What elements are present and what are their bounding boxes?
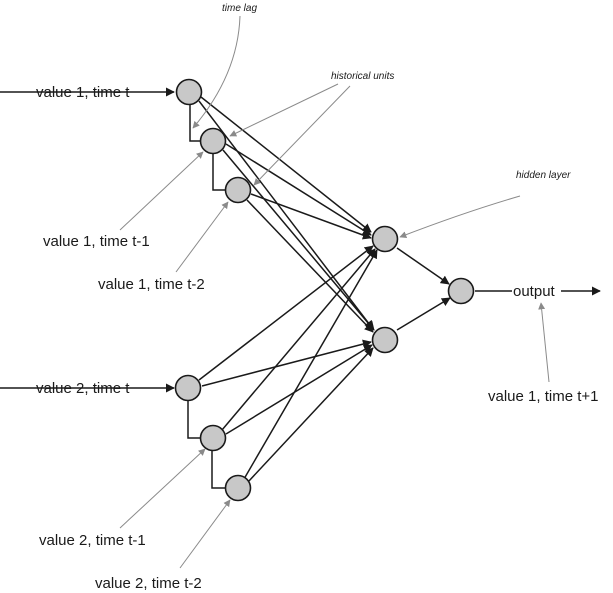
unit-value2-t [174, 374, 202, 402]
hidden-unit-2 [371, 326, 399, 354]
time-lag-connector-1b [212, 153, 226, 191]
pointer-target [538, 302, 550, 383]
annotation-hidden-layer: hidden layer [516, 170, 571, 181]
annotation-pointers [119, 15, 550, 569]
edge-i2t1-h1 [221, 248, 376, 431]
edge-i2t1-h2 [225, 344, 373, 435]
time-lag-connector-2a [187, 400, 201, 439]
historical-units-pointer-1 [229, 83, 339, 137]
time-lag-pointer [192, 15, 241, 129]
input-units-1 [175, 78, 252, 204]
pointer-value1-t1 [119, 151, 204, 231]
unit-value1-t [175, 78, 203, 106]
annotation-historical-units: historical units [331, 71, 394, 82]
edge-i2t-h1 [198, 245, 374, 381]
output-unit [447, 277, 475, 305]
unit-value2-t1 [199, 424, 227, 452]
unit-value2-t2 [224, 474, 252, 502]
edge-h1-out [396, 247, 450, 285]
pointer-value1-t2 [175, 201, 229, 273]
historical-units-pointer-2 [253, 85, 351, 186]
label-value1-t2: value 1, time t-2 [98, 276, 205, 293]
hidden-units [371, 225, 399, 354]
pointer-value2-t2 [179, 499, 231, 569]
unit-value1-t1 [199, 127, 227, 155]
edge-i2t2-h2 [247, 347, 374, 483]
edge-i1t-h2 [198, 100, 374, 330]
hidden-layer-pointer [399, 195, 521, 239]
edge-i2t2-h1 [243, 249, 378, 480]
label-value2-t: value 2, time t [36, 380, 130, 397]
annotation-time-lag: time lag [222, 3, 257, 14]
label-target: value 1, time t+1 [488, 388, 598, 405]
pointer-value2-t1 [119, 448, 206, 529]
time-lag-connector-2b [211, 451, 226, 489]
hidden-unit-1 [371, 225, 399, 253]
label-value1-t: value 1, time t [36, 84, 130, 101]
edge-i1t2-h2 [246, 199, 374, 333]
time-lag-connector-1a [189, 104, 201, 142]
edge-i1t2-h1 [250, 193, 372, 240]
label-output: output [513, 283, 556, 300]
edge-i1t1-h2 [222, 149, 375, 331]
label-value1-t1: value 1, time t-1 [43, 233, 150, 250]
input-units-2 [174, 374, 252, 502]
label-value2-t1: value 2, time t-1 [39, 532, 146, 549]
label-value2-t2: value 2, time t-2 [95, 575, 202, 592]
input-to-hidden-connections [198, 96, 378, 483]
edge-h2-out [396, 297, 451, 331]
edge-i1t-h1 [200, 96, 372, 233]
edge-i2t-h2 [201, 339, 372, 387]
unit-value1-t2 [224, 176, 252, 204]
edge-i1t1-h1 [225, 143, 372, 236]
